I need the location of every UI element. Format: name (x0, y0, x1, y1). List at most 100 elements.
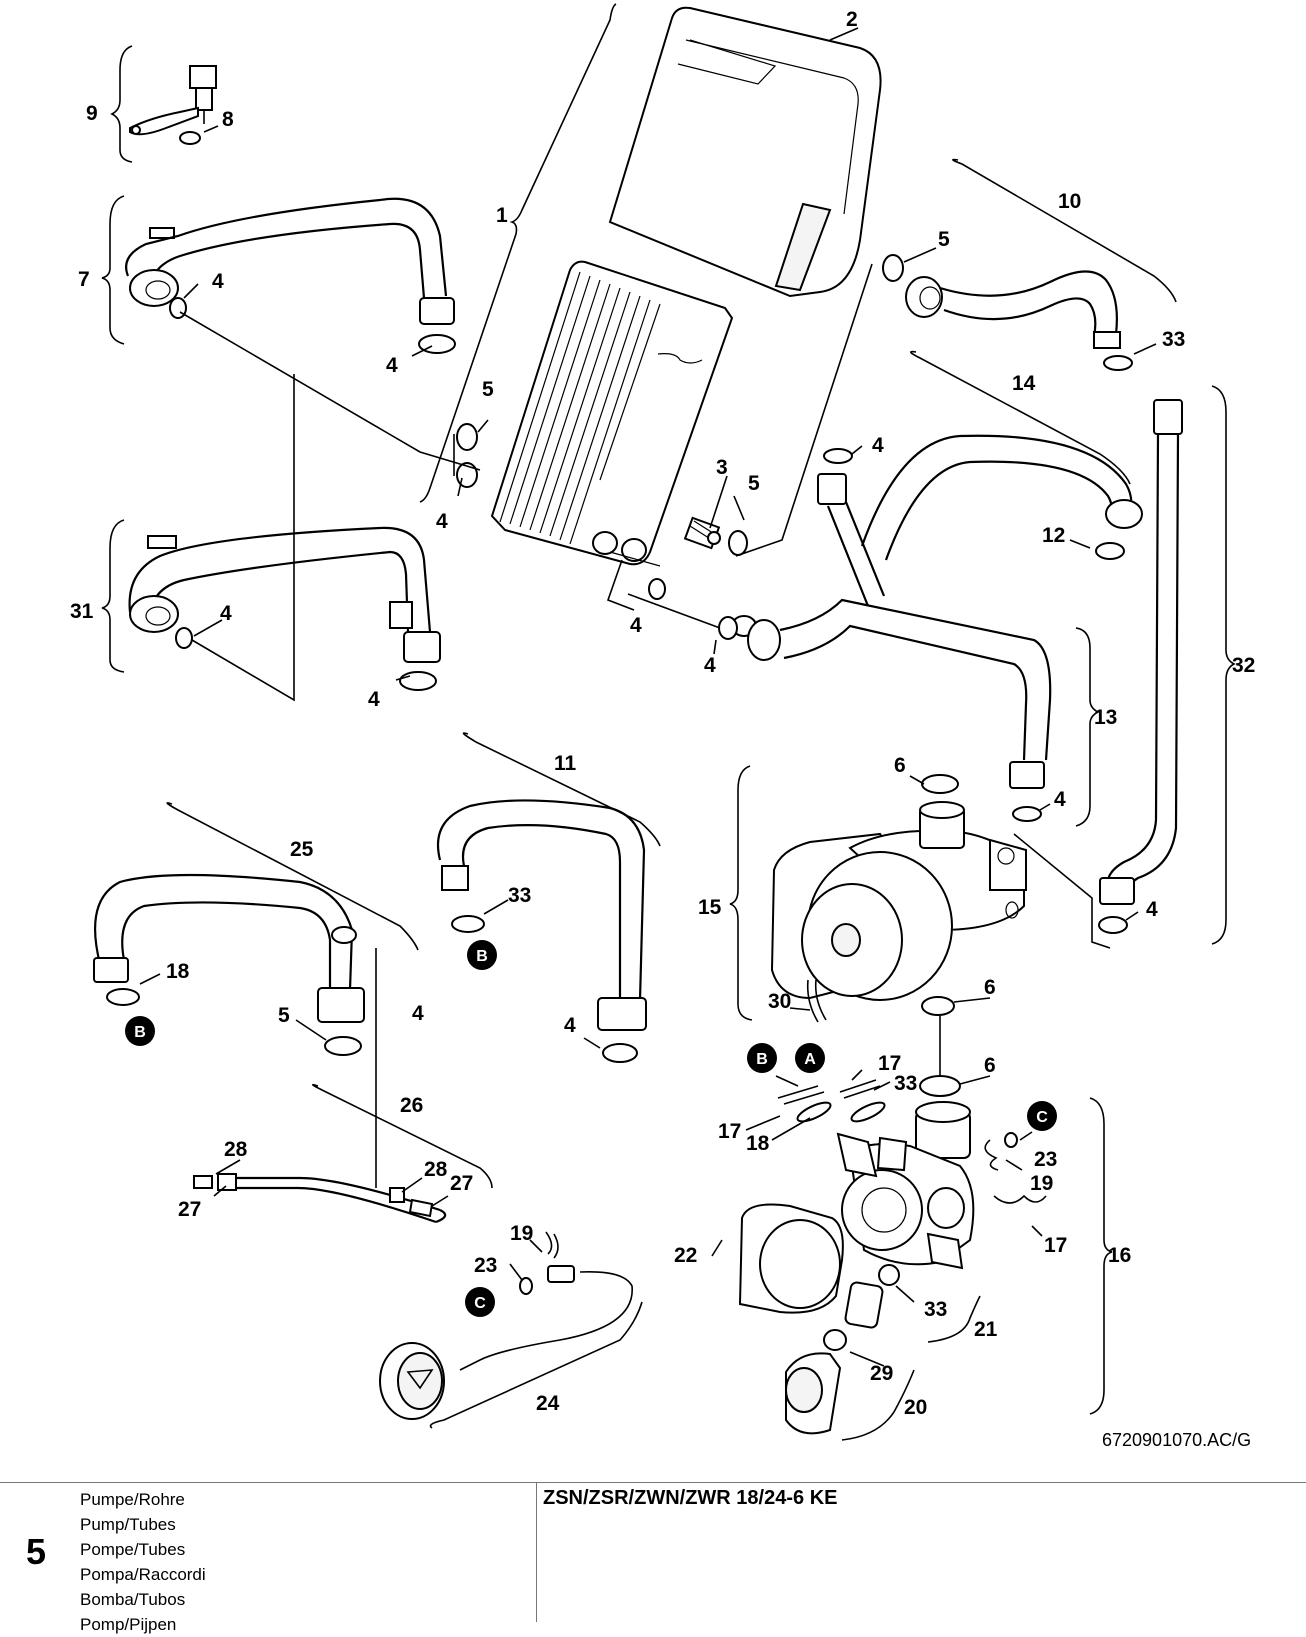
gauge-part-24 (379, 1231, 633, 1420)
label-32: 32 (1232, 654, 1255, 677)
pipe-part-31 (128, 526, 441, 691)
marker-a: A (795, 1043, 825, 1073)
label-2: 2 (846, 8, 858, 31)
label-12: 12 (1042, 524, 1065, 547)
label-4: 4 (368, 688, 380, 711)
valve-insert-part-3 (683, 516, 721, 550)
footer-divider (536, 1483, 537, 1622)
label-4: 4 (220, 602, 232, 625)
section-title-de: Pumpe/Rohre (80, 1490, 185, 1509)
o-rings (456, 423, 748, 640)
pipe-part-7 (125, 197, 456, 354)
label-6: 6 (894, 754, 906, 777)
label-5: 5 (748, 472, 760, 495)
leader-lines (101, 3, 1236, 1441)
label-25: 25 (290, 838, 314, 861)
label-18: 18 (166, 960, 190, 983)
label-26: 26 (400, 1094, 423, 1117)
label-15: 15 (698, 896, 722, 919)
label-18: 18 (746, 1132, 770, 1155)
section-title-en: Pump/Tubes (80, 1515, 176, 1534)
label-23: 23 (474, 1254, 497, 1277)
label-4: 4 (630, 614, 642, 637)
svg-text:B: B (756, 1051, 768, 1068)
marker-b: B (747, 1043, 777, 1073)
pipe-part-11 (436, 799, 647, 1063)
label-27: 27 (178, 1198, 201, 1221)
part-labels: 1 2 3 4 4 4 4 4 4 4 4 4 4 4 4 5 5 5 5 6 … (70, 8, 1255, 1419)
label-14: 14 (1012, 372, 1036, 395)
marker-b: B (467, 940, 497, 970)
label-23: 23 (1034, 1148, 1057, 1171)
label-27: 27 (450, 1172, 473, 1195)
tube-part-26 (193, 948, 447, 1224)
label-4: 4 (872, 434, 884, 457)
label-30: 30 (768, 990, 791, 1013)
svg-text:C: C (474, 1295, 486, 1312)
heat-exchanger-part-1 (490, 260, 734, 567)
pipe-part-13 (731, 598, 1052, 822)
reference-markers: B B B A C C (125, 940, 1057, 1317)
label-4: 4 (212, 270, 224, 293)
sensor-part-8-9 (129, 65, 217, 145)
label-4: 4 (564, 1014, 576, 1037)
page-footer: 5 Pumpe/Rohre Pump/Tubes Pompe/Tubes Pom… (0, 1482, 1306, 1634)
section-title-it: Pompa/Raccordi (80, 1565, 206, 1584)
marker-b: B (125, 1016, 155, 1046)
label-4: 4 (386, 354, 398, 377)
label-4: 4 (412, 1002, 424, 1025)
label-17: 17 (718, 1120, 741, 1143)
label-13: 13 (1094, 706, 1117, 729)
label-5: 5 (938, 228, 950, 251)
svg-text:C: C (1036, 1109, 1048, 1126)
drawing-reference-number: 6720901070.AC/G (1102, 1430, 1252, 1450)
label-6: 6 (984, 976, 996, 999)
label-4: 4 (436, 510, 448, 533)
elbow-part-20 (785, 1352, 842, 1435)
cover-part-22 (738, 1203, 844, 1314)
section-title-nl: Pomp/Pijpen (80, 1615, 177, 1634)
label-1: 1 (496, 204, 508, 227)
pipe-part-25 (93, 873, 365, 1056)
label-28: 28 (424, 1158, 448, 1181)
label-10: 10 (1058, 190, 1081, 213)
exploded-parts-diagram: 1 2 3 4 4 4 4 4 4 4 4 4 4 4 4 5 5 5 5 6 … (70, 3, 1255, 1441)
label-28: 28 (224, 1138, 248, 1161)
label-5: 5 (482, 378, 494, 401)
hydraulic-block-part-16 (836, 1101, 1047, 1270)
label-31: 31 (70, 600, 94, 623)
section-title-fr: Pompe/Tubes (80, 1540, 186, 1559)
label-5: 5 (278, 1004, 290, 1027)
pipe-part-32 (1098, 399, 1183, 934)
marker-c: C (1027, 1101, 1057, 1131)
svg-text:B: B (476, 948, 488, 965)
pipe-part-14 (817, 434, 1143, 607)
label-17: 17 (1044, 1234, 1067, 1257)
label-8: 8 (222, 108, 234, 131)
label-20: 20 (904, 1396, 927, 1419)
label-4: 4 (1054, 788, 1066, 811)
label-19: 19 (510, 1222, 533, 1245)
label-6: 6 (984, 1054, 996, 1077)
clips-parts-17-18 (777, 1079, 886, 1123)
label-21: 21 (974, 1318, 998, 1341)
cover-part-2 (608, 6, 882, 298)
adapter-part-21 (823, 1264, 900, 1351)
label-7: 7 (78, 268, 90, 291)
section-title-es: Bomba/Tubos (80, 1590, 186, 1609)
page-number: 5 (26, 1531, 47, 1572)
label-33: 33 (924, 1298, 947, 1321)
svg-text:B: B (134, 1024, 146, 1041)
label-33: 33 (1162, 328, 1185, 351)
label-29: 29 (870, 1362, 893, 1385)
label-17: 17 (878, 1052, 901, 1075)
pump-part-15 (770, 774, 1027, 1097)
label-33: 33 (508, 884, 531, 907)
model-designation: ZSN/ZSR/ZWN/ZWR 18/24-6 KE (543, 1487, 838, 1509)
label-16: 16 (1108, 1244, 1131, 1267)
svg-text:A: A (804, 1051, 816, 1068)
section-titles: Pumpe/Rohre Pump/Tubes Pompe/Tubes Pompa… (80, 1487, 206, 1637)
label-19: 19 (1030, 1172, 1053, 1195)
pipe-part-10 (882, 254, 1133, 371)
label-33: 33 (894, 1072, 917, 1095)
